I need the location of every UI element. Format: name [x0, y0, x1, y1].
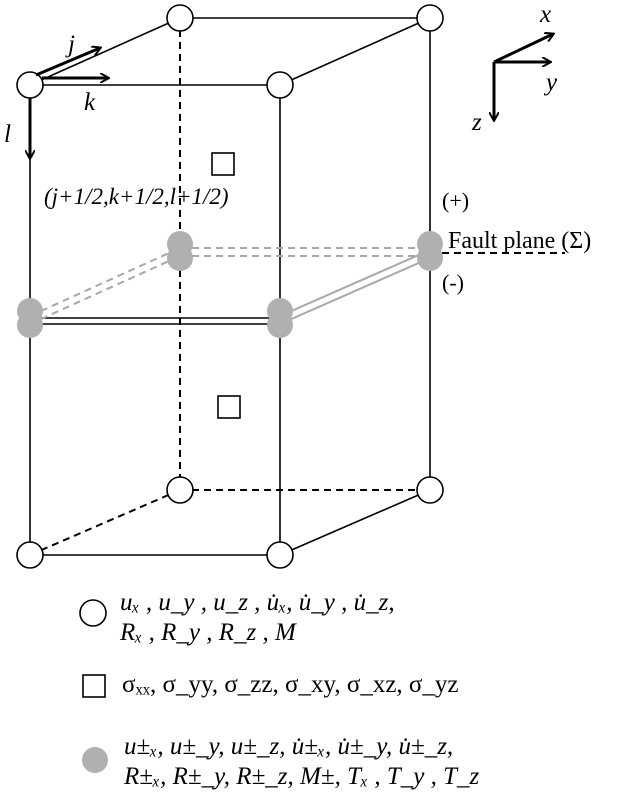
- grid-node: [16, 541, 44, 569]
- legend-gray-line1: u±ₓ, u±_y, u±_z, u̇±ₓ, u̇±_y, u̇±_z,: [124, 733, 454, 760]
- cell-center-square-lower: [217, 395, 241, 419]
- legend-circle-line1: uₓ , u_y , u_z , u̇ₓ, u̇_y , u̇_z,: [120, 589, 395, 616]
- legend-circle-symbol: [79, 599, 107, 627]
- x-axis-label: x: [539, 1, 551, 28]
- j-axis-label: j: [65, 31, 75, 58]
- cell-center-square-upper: [211, 152, 235, 176]
- legend-gray-line2: R±ₓ, R±_y, R±_z, M±, Tₓ , T_y , T_z: [124, 763, 480, 790]
- grid-node: [16, 71, 44, 99]
- legend-circle: uₓ , u_y , u_z , u̇ₓ, u̇_y , u̇_z, Rₓ , …: [120, 588, 395, 648]
- k-axis-label: k: [84, 89, 96, 116]
- cell-index-label: (j+1/2,k+1/2,l+1/2): [44, 184, 229, 209]
- legend-gray-symbol: [82, 747, 108, 773]
- grid-node: [166, 476, 194, 504]
- legend-circle-line2: Rₓ , R_y , R_z , M: [120, 619, 296, 646]
- grid-node: [166, 4, 194, 32]
- grid-node: [416, 476, 444, 504]
- fault-node: [167, 231, 193, 271]
- grid-node: [416, 4, 444, 32]
- coordinate-axes: [494, 34, 553, 120]
- fault-nodes: [17, 231, 443, 338]
- fault-node: [417, 231, 443, 271]
- box-hidden-edges: [29, 18, 565, 556]
- fault-node: [17, 298, 43, 338]
- y-axis-label: y: [543, 69, 558, 96]
- fault-plane-hidden-lines: [29, 247, 430, 325]
- grid-nodes: [16, 4, 444, 569]
- minus-side-label: (-): [442, 270, 464, 295]
- fault-node: [267, 298, 293, 338]
- plus-side-label: (+): [442, 188, 469, 213]
- legend-square-symbol: [82, 674, 106, 698]
- legend-gray: u±ₓ, u±_y, u±_z, u̇±ₓ, u̇±_y, u̇±_z, R±ₓ…: [124, 732, 479, 792]
- grid-node: [266, 71, 294, 99]
- l-axis-label: l: [4, 121, 11, 148]
- grid-node: [266, 541, 294, 569]
- legend-square: σₓₓ, σ_yy, σ_zz, σ_xy, σ_xz, σ_yz: [122, 670, 459, 700]
- z-axis-label: z: [471, 109, 482, 136]
- grid-index-arrows: [30, 48, 108, 158]
- fault-plane-label: Fault plane (Σ): [448, 228, 591, 254]
- fault-plane-lines: [279, 249, 431, 325]
- box-solid-edges: [29, 17, 431, 556]
- legend-square-line: σₓₓ, σ_yy, σ_zz, σ_xy, σ_xz, σ_yz: [122, 671, 459, 698]
